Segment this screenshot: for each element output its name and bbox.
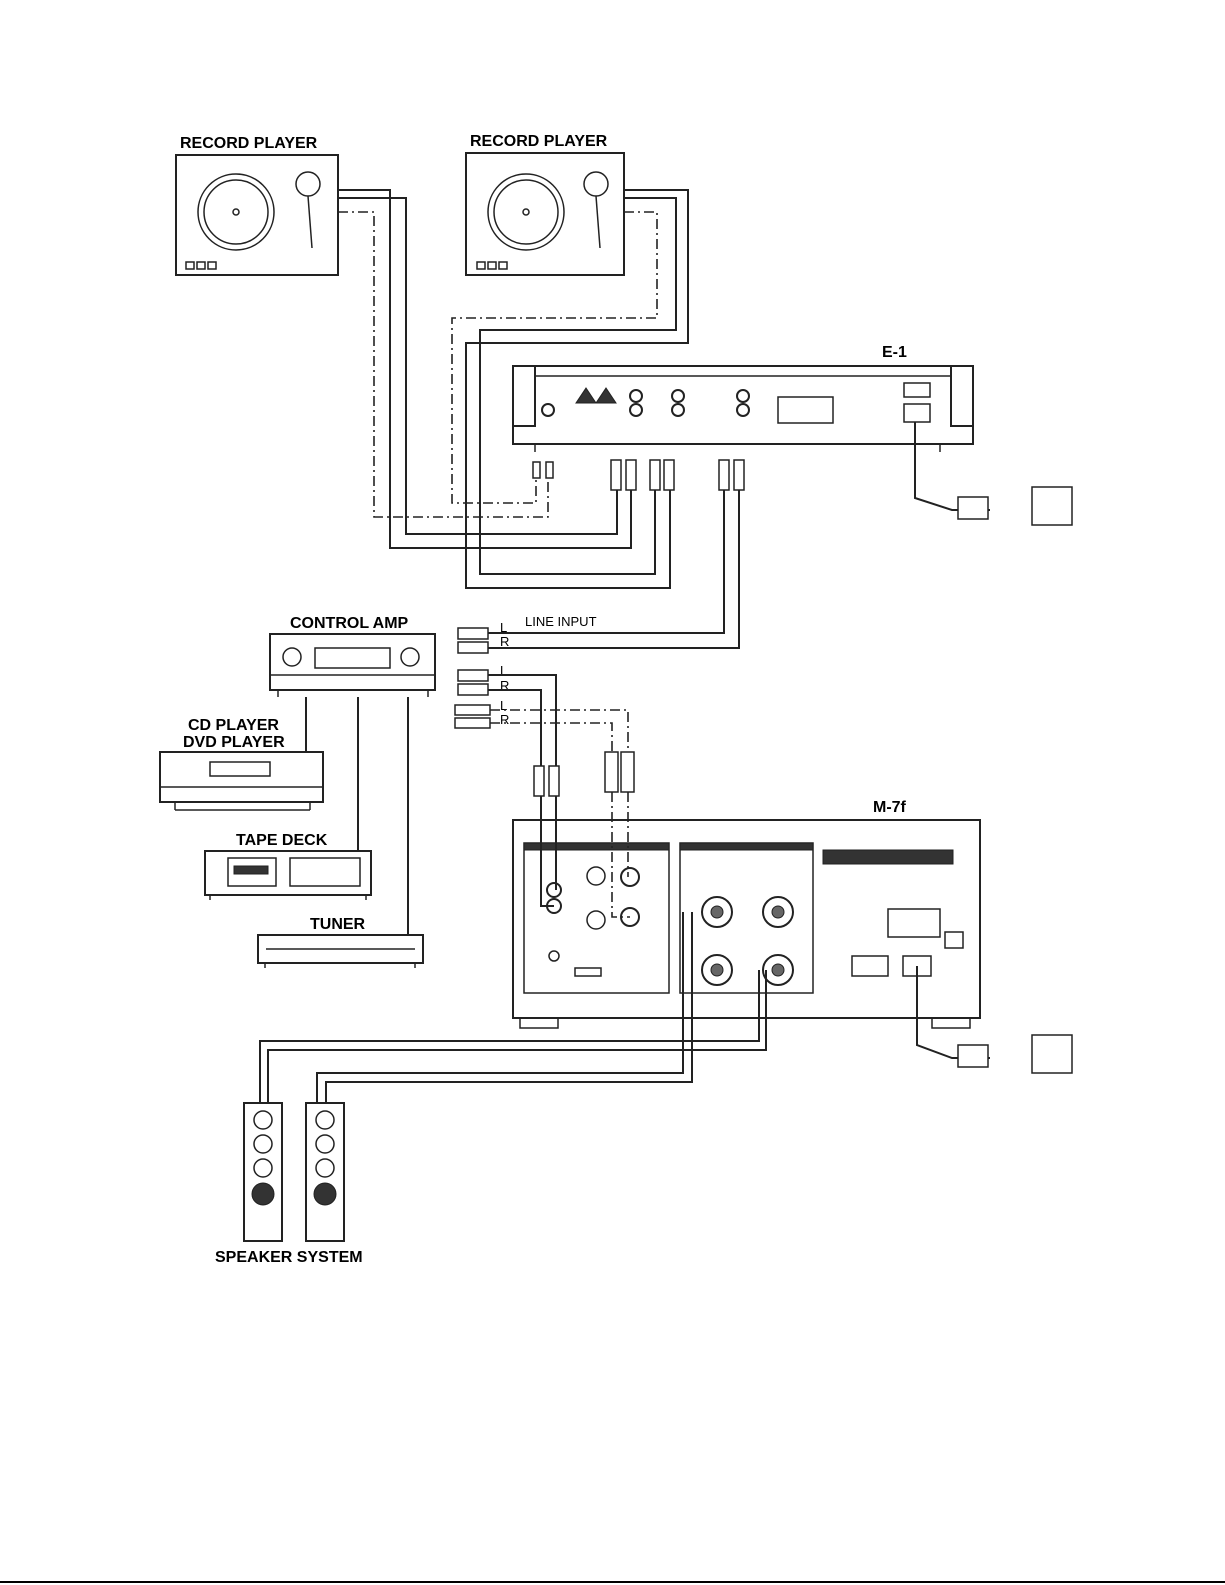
e1-unit: E-1 [513,344,973,452]
cd-dvd-player: CD PLAYER DVD PLAYER [160,717,323,810]
m7f-unit: M-7f [513,799,980,1028]
bal-out-l-label: L [500,698,507,713]
m7f-label: M-7f [873,799,907,816]
bal-out-r-label: R [500,712,509,727]
cd-player-label: CD PLAYER [188,717,279,734]
amp-out-connectors: L R L R [455,663,634,796]
tape-deck-label: TAPE DECK [236,832,328,849]
tuner: TUNER [258,916,423,968]
source-cables [306,697,408,935]
record-player-1-label: RECORD PLAYER [180,135,318,152]
e1-plugs [533,460,744,490]
record-player-2: RECORD PLAYER [466,133,624,275]
e1-label: E-1 [882,344,907,361]
control-amp: CONTROL AMP [270,615,435,697]
record-player-2-label: RECORD PLAYER [470,133,608,150]
tuner-label: TUNER [310,916,366,933]
line-input-connectors: L R LINE INPUT [458,490,739,653]
dvd-player-label: DVD PLAYER [183,734,285,751]
speaker-system-label: SPEAKER SYSTEM [215,1249,363,1266]
line-in-r-label: R [500,634,509,649]
line-input-label: LINE INPUT [525,614,597,629]
control-amp-label: CONTROL AMP [290,615,409,632]
tape-deck: TAPE DECK [205,832,371,900]
record-player-1: RECORD PLAYER [176,135,338,275]
speaker-left [244,1103,282,1241]
speaker-right [306,1103,344,1241]
